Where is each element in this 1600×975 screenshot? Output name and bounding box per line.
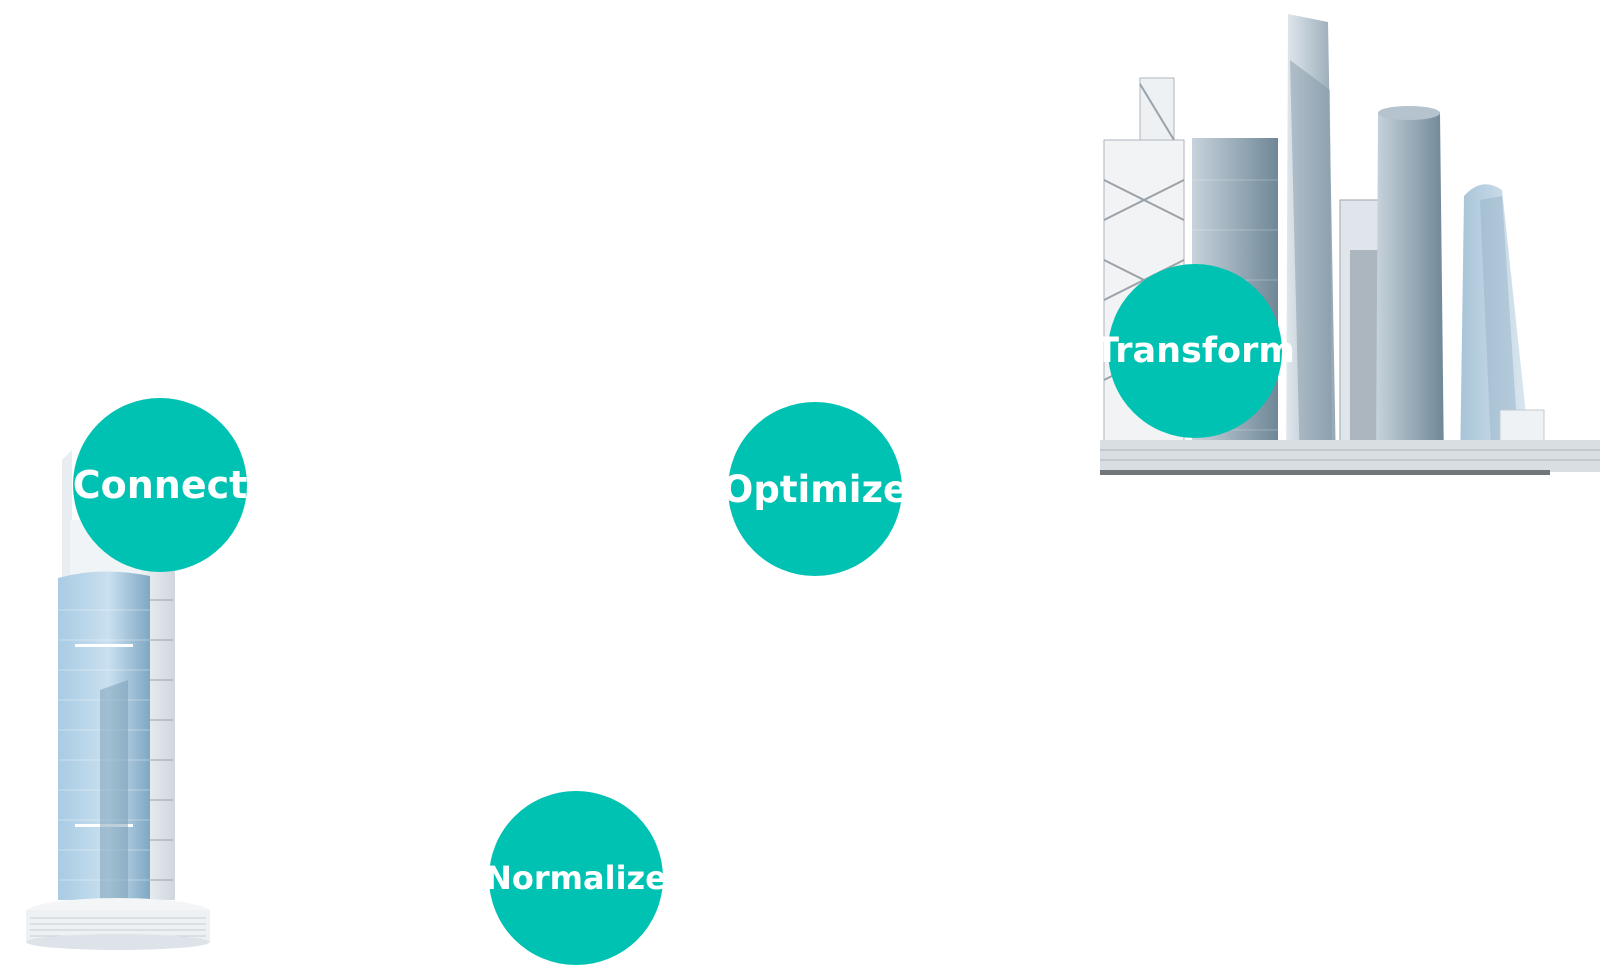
skyscraper-tower-icon xyxy=(26,450,210,950)
normalize-node[interactable]: Normalize xyxy=(485,791,667,965)
connect-node-label: Connect xyxy=(72,463,248,507)
transform-node-label: Transform xyxy=(1095,331,1295,371)
normalize-node-label: Normalize xyxy=(485,859,667,897)
optimize-node[interactable]: Optimize xyxy=(722,402,908,576)
connect-node[interactable]: Connect xyxy=(73,398,247,572)
transform-node[interactable]: Transform xyxy=(1095,264,1295,438)
optimize-node-label: Optimize xyxy=(721,467,909,511)
